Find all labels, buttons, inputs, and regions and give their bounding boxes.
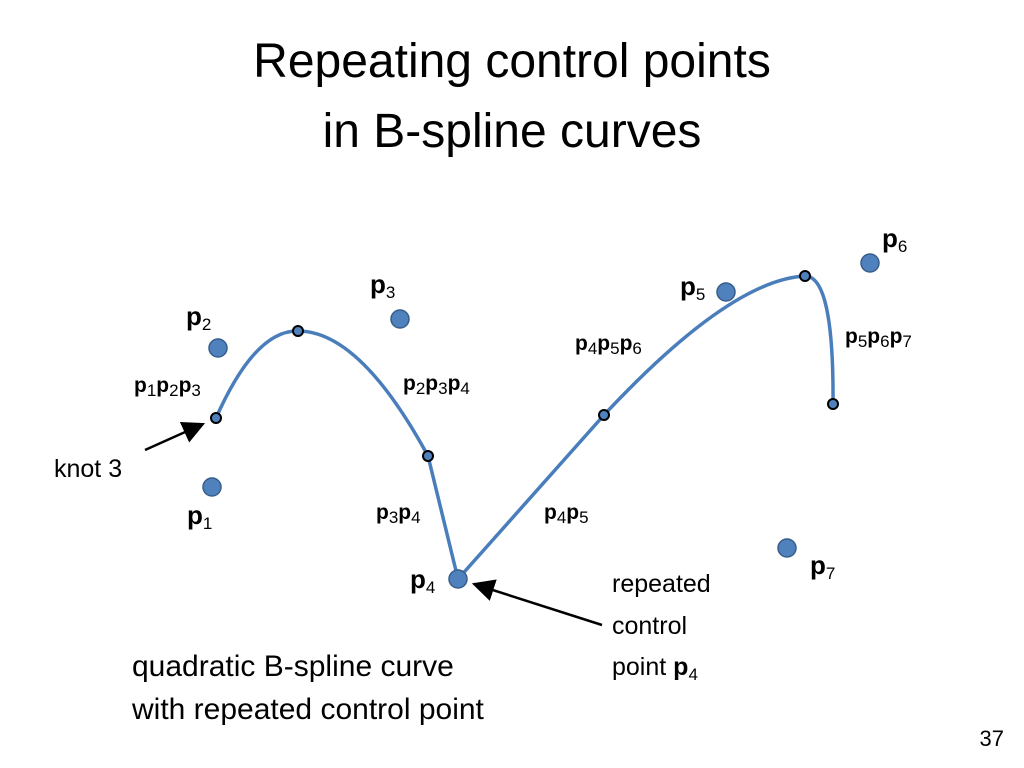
repeated-annotation-line-3: point p4 (612, 653, 698, 684)
knot-5 (422, 450, 434, 462)
knot-9 (827, 398, 839, 410)
label-p7: p7 (810, 550, 835, 583)
label-p4: p4 (410, 564, 435, 597)
slide-number: 37 (979, 726, 1004, 751)
segment-label-p4p5p6: p4p5p6 (575, 332, 642, 358)
label-p1: p1 (187, 500, 212, 533)
segment-label-p3p4: p3p4 (376, 501, 421, 527)
control-point-p7 (777, 538, 797, 558)
bspline-curve (214, 274, 835, 583)
label-p2: p2 (186, 301, 211, 334)
control-point-p2 (208, 338, 228, 358)
knot-8 (799, 270, 811, 282)
knot-3 (210, 412, 222, 424)
knot-annotation: knot 3 (54, 455, 122, 483)
control-point-p3 (390, 309, 410, 329)
caption-line-2: with repeated control point (132, 693, 484, 726)
control-point-p1 (202, 477, 222, 497)
segment-label-p4p5: p4p5 (544, 501, 589, 527)
repeated-annotation-line-1: repeated (612, 570, 711, 598)
control-point-p6 (860, 253, 880, 273)
segment-label-p5p6p7: p5p6p7 (845, 325, 912, 351)
caption-line-1: quadratic B-spline curve (132, 650, 454, 683)
repeated-point-arrow (471, 579, 603, 627)
repeated-annotation-line-2: control (612, 612, 687, 640)
knot-7 (598, 409, 610, 421)
knot-4 (292, 325, 304, 337)
control-point-p4 (448, 569, 468, 589)
slide-title-line-1: Repeating control points (253, 35, 771, 88)
knot-arrow (144, 422, 206, 452)
control-point-p5 (716, 282, 736, 302)
slide-title-line-2: in B-spline curves (322, 105, 702, 158)
label-p3: p3 (370, 269, 395, 302)
segment-label-p1p2p3: p1p2p3 (134, 374, 201, 400)
label-p5: p5 (680, 271, 705, 304)
segment-label-p2p3p4: p2p3p4 (403, 372, 470, 398)
label-p6: p6 (882, 223, 907, 256)
